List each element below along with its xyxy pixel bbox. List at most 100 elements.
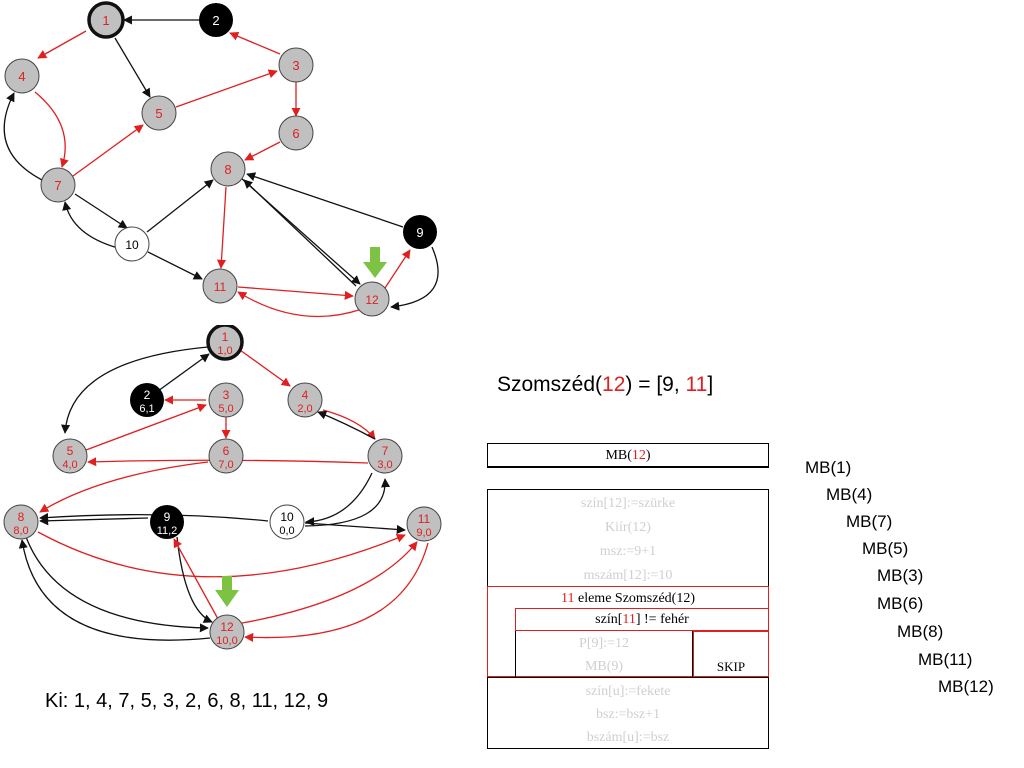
svg-text:11,2: 11,2 bbox=[157, 525, 178, 537]
structogram-step: bsz:=bsz+1 bbox=[595, 707, 660, 722]
edge-12-11 bbox=[237, 291, 363, 318]
edge-12-9 bbox=[173, 538, 219, 620]
structogram-skip: SKIP bbox=[716, 659, 746, 674]
edge-10-8 bbox=[146, 179, 214, 233]
call-stack-item: MB(1) bbox=[805, 458, 852, 477]
svg-text:8: 8 bbox=[18, 510, 25, 524]
structogram-step: mszám[12]:=10 bbox=[583, 568, 673, 583]
svg-text:7: 7 bbox=[382, 444, 389, 458]
graph-top: 1 2 3 4 5 6 7 8 bbox=[3, 1, 439, 318]
edge-5-3 bbox=[175, 69, 278, 108]
call-stack-item: MB(4) bbox=[826, 485, 873, 504]
edge-12-11 bbox=[241, 541, 418, 624]
edge-7-10 bbox=[74, 193, 128, 229]
edge-8-12 bbox=[240, 177, 361, 285]
edge-9-12 bbox=[390, 246, 439, 311]
neighbors-label: Szomszéd(12) = [9, 11] bbox=[497, 373, 714, 396]
edge-7-4 bbox=[3, 92, 43, 181]
svg-text:2,0: 2,0 bbox=[297, 403, 312, 415]
graph-node: 8 bbox=[210, 151, 246, 187]
graph-node: 5 bbox=[141, 95, 177, 131]
edge-9-8 bbox=[39, 516, 149, 526]
graph-node: 9 bbox=[403, 215, 437, 249]
graph-node: 12 10,0 bbox=[209, 614, 245, 650]
svg-text:9: 9 bbox=[416, 225, 423, 240]
graph-node: 1 bbox=[87, 1, 125, 39]
call-stack-item: MB(7) bbox=[846, 512, 893, 531]
svg-text:12: 12 bbox=[365, 293, 379, 307]
edge-6-8 bbox=[244, 141, 281, 161]
graph-node: 8 8,0 bbox=[3, 504, 39, 540]
graph-node: 2 bbox=[199, 3, 233, 37]
structogram-step: msz:=9+1 bbox=[599, 544, 657, 559]
edge-12-9 bbox=[384, 249, 411, 289]
svg-text:0,0: 0,0 bbox=[279, 525, 294, 537]
svg-text:1,0: 1,0 bbox=[217, 345, 232, 357]
edge-4-7 bbox=[322, 409, 376, 440]
svg-text:11: 11 bbox=[418, 512, 431, 526]
svg-text:8,0: 8,0 bbox=[13, 525, 28, 537]
svg-text:12: 12 bbox=[220, 620, 234, 634]
edge-6-8 bbox=[39, 461, 209, 513]
graph-node: 11 9,0 bbox=[406, 506, 442, 542]
green-arrow-marker bbox=[363, 247, 387, 278]
svg-text:3: 3 bbox=[223, 388, 230, 402]
svg-text:4: 4 bbox=[18, 69, 25, 84]
graph-bottom-edges bbox=[18, 346, 429, 642]
edge-5-3 bbox=[85, 403, 207, 451]
svg-text:6: 6 bbox=[292, 126, 299, 141]
graph-top-edges bbox=[3, 15, 439, 318]
edge-8-11 bbox=[37, 531, 406, 578]
graph-node: 2 6,1 bbox=[130, 383, 164, 417]
svg-text:10,0: 10,0 bbox=[216, 635, 237, 647]
svg-text:11: 11 bbox=[214, 280, 227, 294]
svg-text:10: 10 bbox=[280, 510, 294, 524]
svg-text:4,0: 4,0 bbox=[62, 459, 77, 471]
graph-bottom-nodes: 1 1,0 2 6,1 3 5,0 4 2,0 5 4,0 6 7,0 bbox=[3, 325, 442, 650]
output-sequence: Ki: 1, 4, 7, 5, 3, 2, 6, 8, 11, 12, 9 bbox=[45, 690, 329, 712]
edge-11-12 bbox=[237, 286, 354, 300]
svg-text:7,0: 7,0 bbox=[218, 459, 233, 471]
svg-text:9,0: 9,0 bbox=[416, 527, 431, 539]
call-stack-item: MB(11) bbox=[918, 650, 973, 669]
edge-10-11 bbox=[304, 522, 406, 534]
svg-text:1: 1 bbox=[222, 330, 229, 344]
edge-8-11 bbox=[216, 186, 227, 269]
edge-11-12 bbox=[244, 542, 429, 642]
edge-3-2 bbox=[229, 31, 281, 55]
graph-node: 6 7,0 bbox=[208, 438, 244, 474]
call-stack-item: MB(12) bbox=[938, 677, 994, 696]
edge-7-5 bbox=[72, 124, 144, 177]
svg-text:5: 5 bbox=[155, 106, 162, 121]
edge-1-4 bbox=[239, 349, 291, 387]
graph-node: 7 bbox=[40, 167, 76, 203]
structogram-step: bszám[u]:=bsz bbox=[586, 730, 670, 745]
graph-node: 7 3,0 bbox=[367, 438, 403, 474]
structogram-step: MB(9) bbox=[584, 659, 624, 674]
structogram-step: szín[12]:=szürke bbox=[580, 496, 676, 511]
svg-text:3,0: 3,0 bbox=[377, 459, 392, 471]
svg-text:4: 4 bbox=[302, 388, 309, 402]
green-arrow-marker bbox=[215, 576, 239, 607]
graph-node: 3 5,0 bbox=[208, 382, 244, 418]
structogram-condition-text: szín[11] != fehér bbox=[595, 612, 689, 627]
svg-text:6: 6 bbox=[223, 444, 230, 458]
edge-1-5 bbox=[61, 346, 209, 434]
svg-text:10: 10 bbox=[125, 238, 139, 252]
edge-10-11 bbox=[147, 251, 203, 280]
graph-node: 5 4,0 bbox=[52, 438, 88, 474]
structogram-title: MB(12) bbox=[605, 448, 651, 463]
structogram-condition bbox=[515, 608, 769, 631]
call-stack-item: MB(8) bbox=[897, 622, 944, 641]
svg-text:6,1: 6,1 bbox=[139, 403, 154, 415]
edge-10-7 bbox=[304, 478, 391, 527]
graph-node: 9 11,2 bbox=[150, 505, 184, 539]
edge-10-7 bbox=[62, 201, 119, 249]
graph-node: 3 bbox=[278, 47, 314, 83]
call-stack-item: MB(5) bbox=[862, 539, 909, 558]
structogram-then-branch bbox=[515, 631, 693, 677]
svg-text:5,0: 5,0 bbox=[218, 403, 233, 415]
call-stack-item: MB(3) bbox=[877, 566, 924, 585]
svg-text:9: 9 bbox=[164, 510, 171, 524]
svg-text:3: 3 bbox=[292, 58, 299, 73]
